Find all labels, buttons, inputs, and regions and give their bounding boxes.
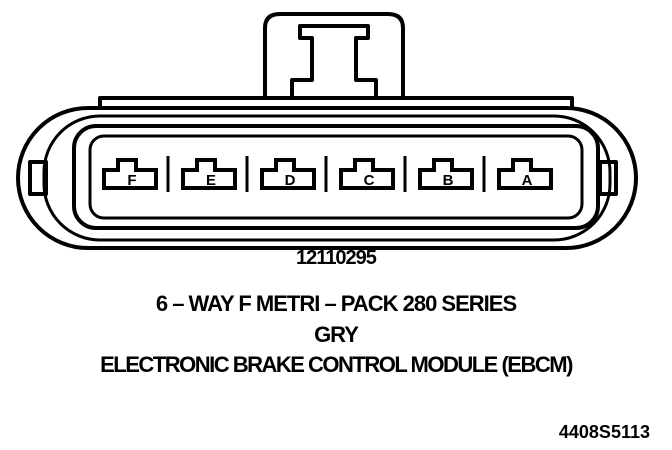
cavity-letter: C xyxy=(364,172,375,189)
lock-tab xyxy=(263,12,405,100)
lock-tab-latch xyxy=(290,24,378,100)
cavity-a: A xyxy=(497,158,553,190)
cavity-outline xyxy=(260,158,316,190)
cavity-b: B xyxy=(418,156,486,192)
connector-color: GRY xyxy=(314,322,359,347)
module-name: ELECTRONIC BRAKE CONTROL MODULE (EBCM) xyxy=(100,352,573,377)
cavity-outline xyxy=(102,158,158,190)
cavity-letter: D xyxy=(285,172,296,189)
cavity-e: E xyxy=(181,156,249,192)
cavity-f: F xyxy=(102,156,170,192)
cavity-c: C xyxy=(339,156,407,192)
cavity-outline xyxy=(418,158,474,190)
cavity-d: D xyxy=(260,156,328,192)
cavity-letter: A xyxy=(522,172,533,189)
figure-id: 4408S5113 xyxy=(558,422,650,442)
connector-face xyxy=(72,124,600,230)
cavity-well xyxy=(88,134,584,220)
left-side-latch xyxy=(28,160,48,196)
connector-shoulder xyxy=(98,96,574,110)
connector-outer-body xyxy=(16,106,638,250)
cavity-letter: E xyxy=(206,172,216,189)
connector-series: 6 – WAY F METRI – PACK 280 SERIES xyxy=(155,291,517,316)
part-number: 12110295 xyxy=(296,247,377,269)
right-side-latch xyxy=(598,160,618,196)
cavity-outline xyxy=(181,158,237,190)
cavity-outline xyxy=(339,158,395,190)
cavity-letter: F xyxy=(127,172,136,189)
cavity-letter: B xyxy=(443,172,454,189)
cavity-outline xyxy=(497,158,553,190)
